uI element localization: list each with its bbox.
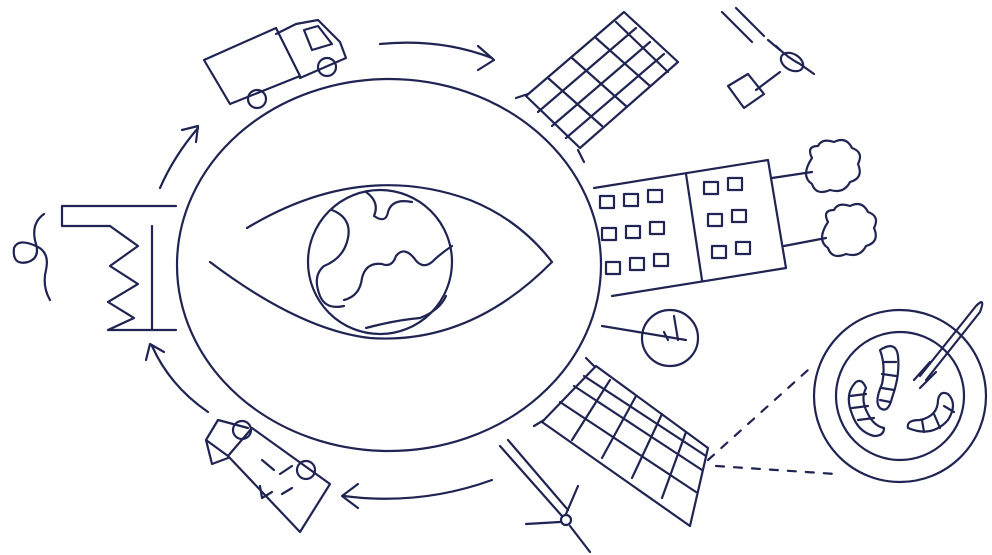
eye-icon [210, 185, 552, 338]
sundial-icon [602, 310, 698, 366]
globe-icon [308, 190, 452, 334]
wind-turbine-icon [500, 440, 590, 552]
factory-icon [62, 206, 176, 330]
solar-panel-icon [516, 12, 678, 162]
tree-icon [772, 140, 876, 256]
delivery-truck-icon [204, 20, 346, 108]
smoke-icon [14, 214, 50, 300]
insect-food-plate-icon [708, 302, 986, 482]
satellite-icon [722, 8, 814, 108]
recycling-truck-icon [206, 420, 330, 532]
cycle-arrow-icon [146, 43, 494, 508]
office-building-icon [594, 160, 786, 296]
